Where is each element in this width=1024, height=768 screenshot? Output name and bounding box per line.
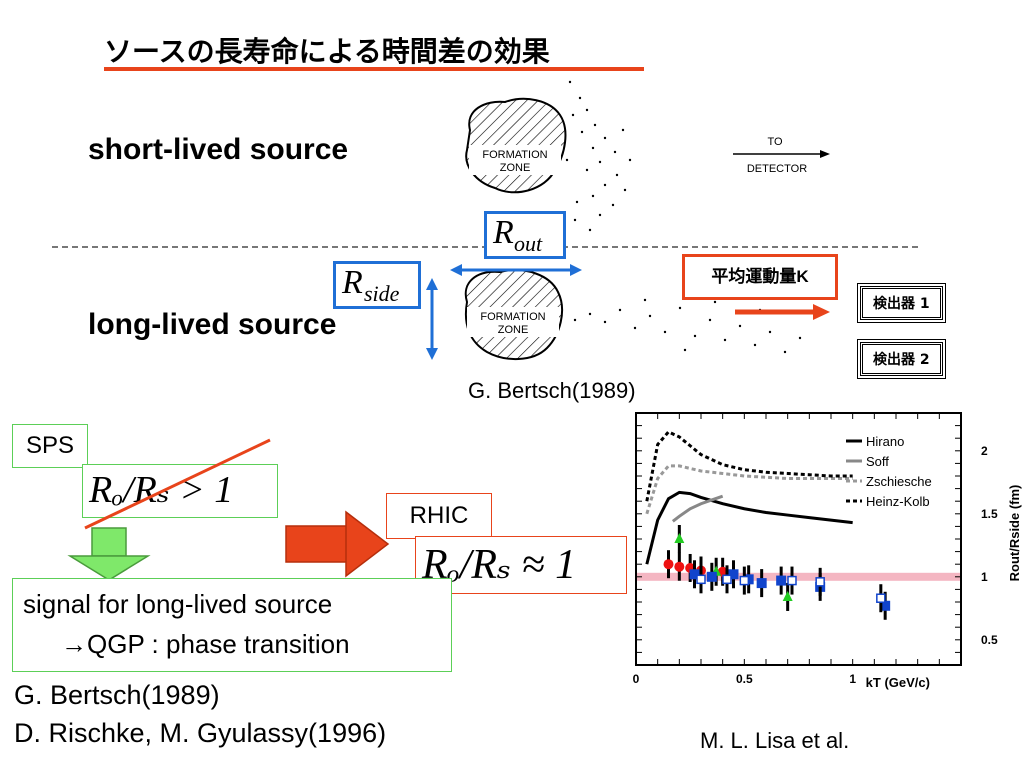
marker-red-circle [674,561,685,572]
x-tick-label: 0.5 [736,672,753,686]
plot-frame [635,412,962,666]
bertsch-diagram: FORMATION ZONE FORMATION ZONE TO DETECTO… [464,80,830,361]
mean-momentum-label: 平均運動量K [682,254,838,300]
zone-label-short-2: ZONE [500,162,531,174]
detector-1: 検出器 1 [857,283,946,323]
short-lived-label: short-lived source [88,133,349,166]
legend-label: Soff [866,454,889,469]
reference-2: D. Rischke, M. Gyulassy(1996) [14,718,387,748]
reference-1: G. Bertsch(1989) [14,680,220,710]
r-side-symbol: R [342,264,363,301]
ratio-chart: 0 0.5 1 0.5 1 1.5 2 kT (GeV/c) Rout/Rside (fm) Hi… [633,412,1022,690]
sps-ratio-box: Rₒ/Rₛ > 1 [82,464,278,518]
blue-arrows [426,264,582,360]
diagram-caption: G. Bertsch(1989) [468,378,636,403]
marker-blue-square [880,600,891,611]
marker-open-square [787,575,797,586]
signal-box: signal for long-lived source →QGP : phas… [12,578,452,672]
long-lived-label: long-lived source [88,308,337,341]
marker-blue-square [776,575,787,586]
r-side-sub: side [364,281,400,306]
marker-red-circle [663,559,674,570]
marker-open-square [722,574,732,585]
sps-ratio: Rₒ/Rₛ > 1 [89,469,234,511]
legend-label: Zschiesche [866,474,932,489]
y-tick-label: 0.5 [981,633,998,647]
marker-blue-square [689,569,700,580]
detector-2: 検出器 2 [857,339,946,379]
x-tick-label: 1 [849,672,856,686]
curve-zschiesche [645,464,853,515]
red-right-arrow [285,510,390,578]
marker-blue-square [728,569,739,580]
rhic-label: RHIC [386,493,492,539]
zone-label-long-2: ZONE [498,324,529,336]
strike-line [84,438,271,530]
reference-band [636,572,961,581]
marker-green-triangle [674,533,685,543]
y-tick-label: 1 [981,570,988,584]
curve-soff [671,494,724,523]
curve-hirano [645,490,853,565]
marker-open-square [739,575,750,586]
marker-open-square [876,593,886,603]
signal-line2: →QGP : phase transition [61,629,350,659]
marker-blue-square [756,578,767,589]
to-detector-line1: TO [767,136,783,148]
y-tick-label: 2 [981,444,988,458]
slide-title: ソースの長寿命による時間差の効果 [104,35,550,68]
y-axis-label: Rout/Rside (fm) [1007,485,1022,582]
plot-caption: M. L. Lisa et al. [700,728,850,753]
legend-label: Hirano [866,434,904,449]
marker-green-triangle [782,590,793,601]
green-down-arrow [67,527,151,581]
marker-open-square [696,574,706,585]
r-out-box: R out [484,211,566,259]
particle-dots-long [573,298,802,354]
zone-label-short-1: FORMATION [482,149,547,161]
marker-blue-square [706,571,717,582]
legend-label: Heinz-Kolb [866,494,930,509]
marker-open-square [815,577,825,587]
x-axis-label: kT (GeV/c) [866,675,930,690]
r-out-symbol: R [493,214,514,251]
zone-label-long-1: FORMATION [480,311,545,323]
r-side-box: R side [333,261,421,309]
title-underline [104,67,644,71]
signal-line1: signal for long-lived source [23,589,333,619]
y-tick-label: 1.5 [981,507,998,521]
r-out-sub: out [514,231,543,256]
curve-heinz-kolb [645,430,853,502]
particle-dots-short [565,80,632,232]
x-tick-label: 0 [633,672,640,686]
to-detector-line2: DETECTOR [747,163,807,175]
sps-label: SPS [12,424,88,468]
